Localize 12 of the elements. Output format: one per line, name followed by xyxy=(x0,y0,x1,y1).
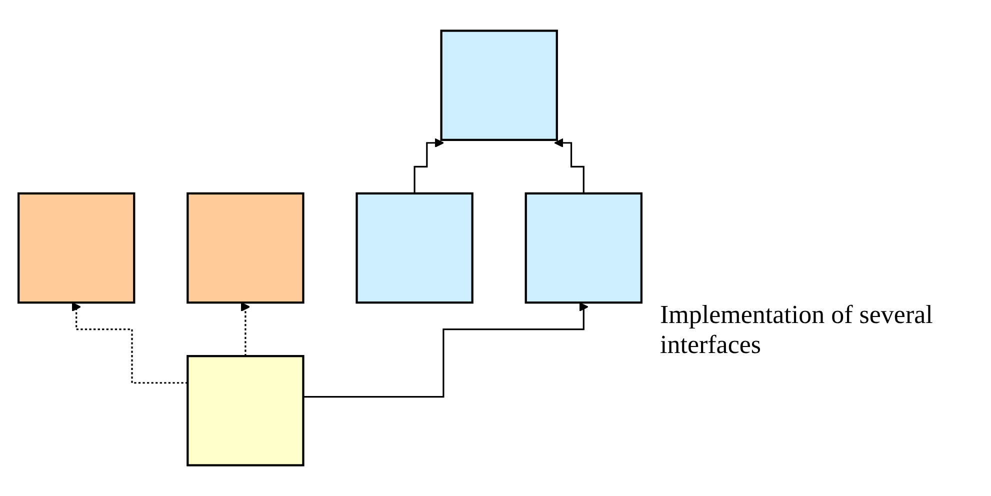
arrow xyxy=(414,138,444,194)
node-box xyxy=(18,192,136,304)
arrow xyxy=(240,302,250,357)
node-box xyxy=(524,192,643,304)
node-box xyxy=(356,192,474,304)
arrow xyxy=(303,302,588,398)
node-box xyxy=(440,30,558,141)
note-text: Implementation of several interfaces xyxy=(660,300,934,360)
node-box xyxy=(186,355,304,466)
node-box xyxy=(186,192,304,304)
arrow xyxy=(72,302,188,384)
arrow xyxy=(554,138,584,194)
